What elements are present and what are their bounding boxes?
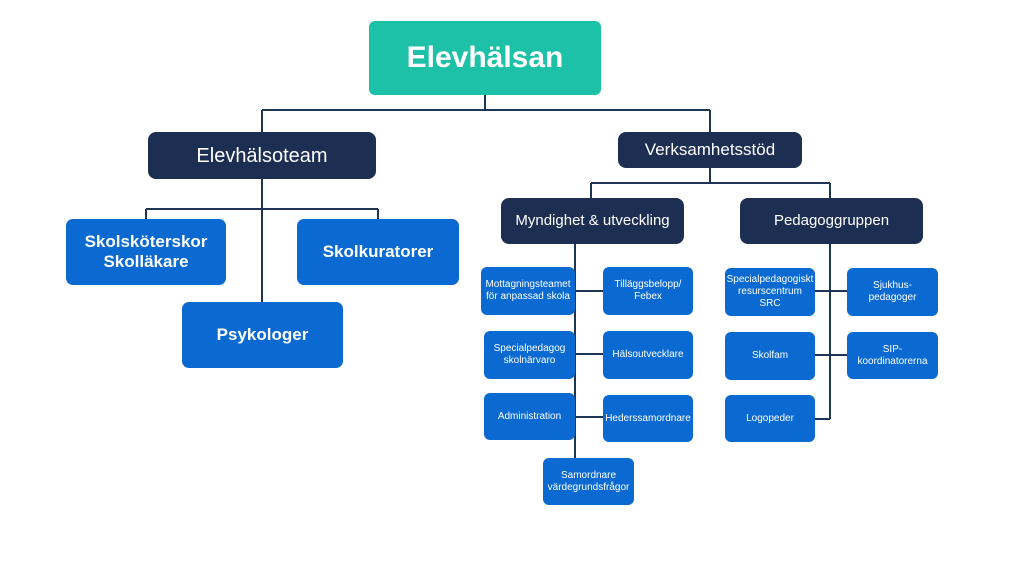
node-samordnare-vardegrundsfragor: Samordnare värdegrundsfrågor: [543, 458, 634, 505]
node-tillaggsbelopp-febex: Tilläggsbelopp/ Febex: [603, 267, 693, 315]
node-verksamhetsstod: Verksamhetsstöd: [618, 132, 802, 168]
node-halsoutvecklare: Hälsoutvecklare: [603, 331, 693, 379]
node-skolfam: Skolfam: [725, 332, 815, 380]
node-specialpedagog-skolnarvaro: Specialpedagog skolnärvaro: [484, 331, 575, 379]
node-psykologer: Psykologer: [182, 302, 343, 368]
node-sip-koordinatorerna: SIP- koordinatorerna: [847, 332, 938, 379]
node-myndighet-utveckling: Myndighet & utveckling: [501, 198, 684, 244]
root-node-elevhalsan: Elevhälsan: [369, 21, 601, 95]
node-skolkuratorer: Skolkuratorer: [297, 219, 459, 285]
node-elevhalsoteam: Elevhälsoteam: [148, 132, 376, 179]
node-pedagoggruppen: Pedagoggruppen: [740, 198, 923, 244]
node-logopeder: Logopeder: [725, 395, 815, 442]
node-specialpedagogiskt-resurscentrum: Specialpedagogiskt resurscentrum SRC: [725, 268, 815, 316]
node-hederssamordnare: Hederssamordnare: [603, 395, 693, 442]
node-mottagningsteamet: Mottagningsteamet för anpassad skola: [481, 267, 575, 315]
node-sjukhuspedagoger: Sjukhus- pedagoger: [847, 268, 938, 316]
node-administration: Administration: [484, 393, 575, 440]
node-skolskoterskor-skollakare: Skolsköterskor Skolläkare: [66, 219, 226, 285]
